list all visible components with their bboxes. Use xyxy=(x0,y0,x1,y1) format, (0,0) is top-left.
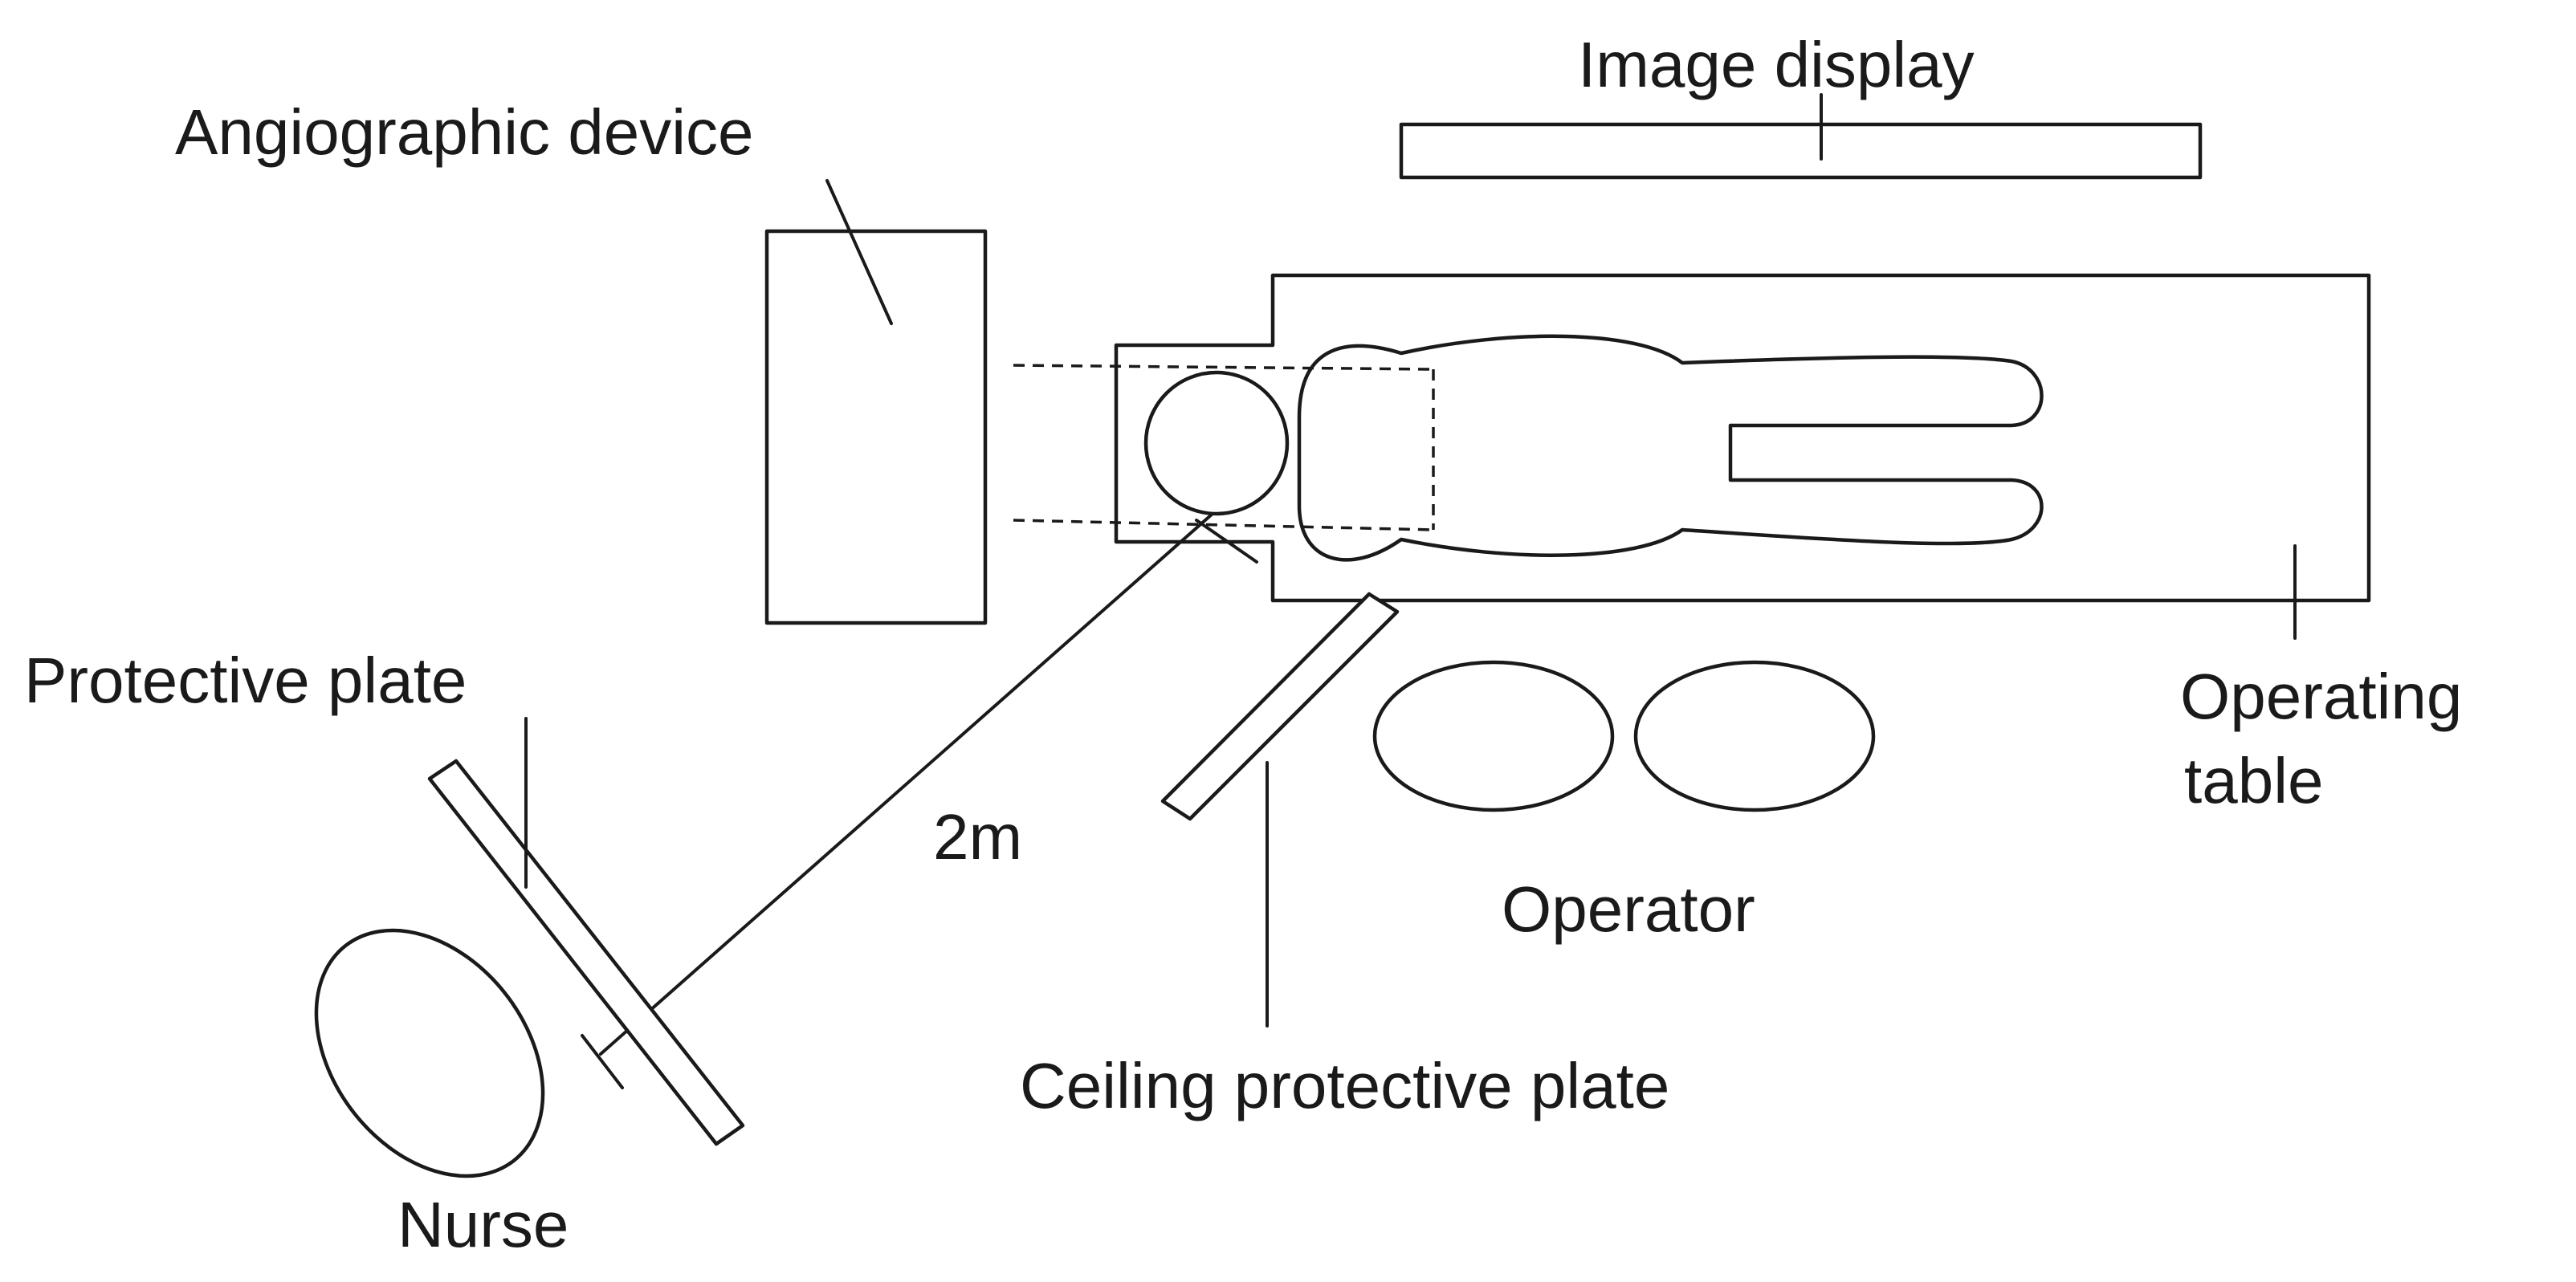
image-display: Image display xyxy=(1399,29,2203,180)
distance-measure: 2m xyxy=(581,512,1258,1089)
operator-1 xyxy=(1372,660,1615,812)
operating-table-label-line1: Operating xyxy=(2180,661,2462,732)
distance-end-tick-bottom xyxy=(581,1034,624,1089)
distance-label: 2m xyxy=(933,801,1022,873)
operators: Operator xyxy=(1372,660,1876,945)
nurse-figure xyxy=(314,928,545,1178)
operator-2 xyxy=(1633,660,1876,812)
image-display-label: Image display xyxy=(1578,29,1975,100)
nurse: Nurse xyxy=(314,928,569,1260)
protective-plate-label: Protective plate xyxy=(24,645,467,716)
nurse-label: Nurse xyxy=(397,1189,569,1260)
xray-beam xyxy=(1013,364,1435,531)
operating-table-label-line2: table xyxy=(2184,745,2323,816)
operator-label: Operator xyxy=(1502,873,1755,945)
operating-table-outline xyxy=(1114,273,2371,603)
angiographic-device: Angiographic device xyxy=(175,96,988,625)
operating-table: Operating table xyxy=(1114,273,2462,816)
distance-end-tick-top xyxy=(1195,519,1258,564)
angiographic-device-label: Angiographic device xyxy=(175,96,753,168)
patient xyxy=(1143,334,2044,562)
ceiling-protective-plate-label: Ceiling protective plate xyxy=(1020,1050,1669,1121)
ceiling-protective-plate: Ceiling protective plate xyxy=(1020,592,1669,1121)
patient-head xyxy=(1143,370,1290,516)
angiographic-device-leader xyxy=(825,179,893,325)
protective-plate: Protective plate xyxy=(24,645,745,1146)
patient-body xyxy=(1297,334,2044,562)
distance-line xyxy=(599,512,1214,1056)
